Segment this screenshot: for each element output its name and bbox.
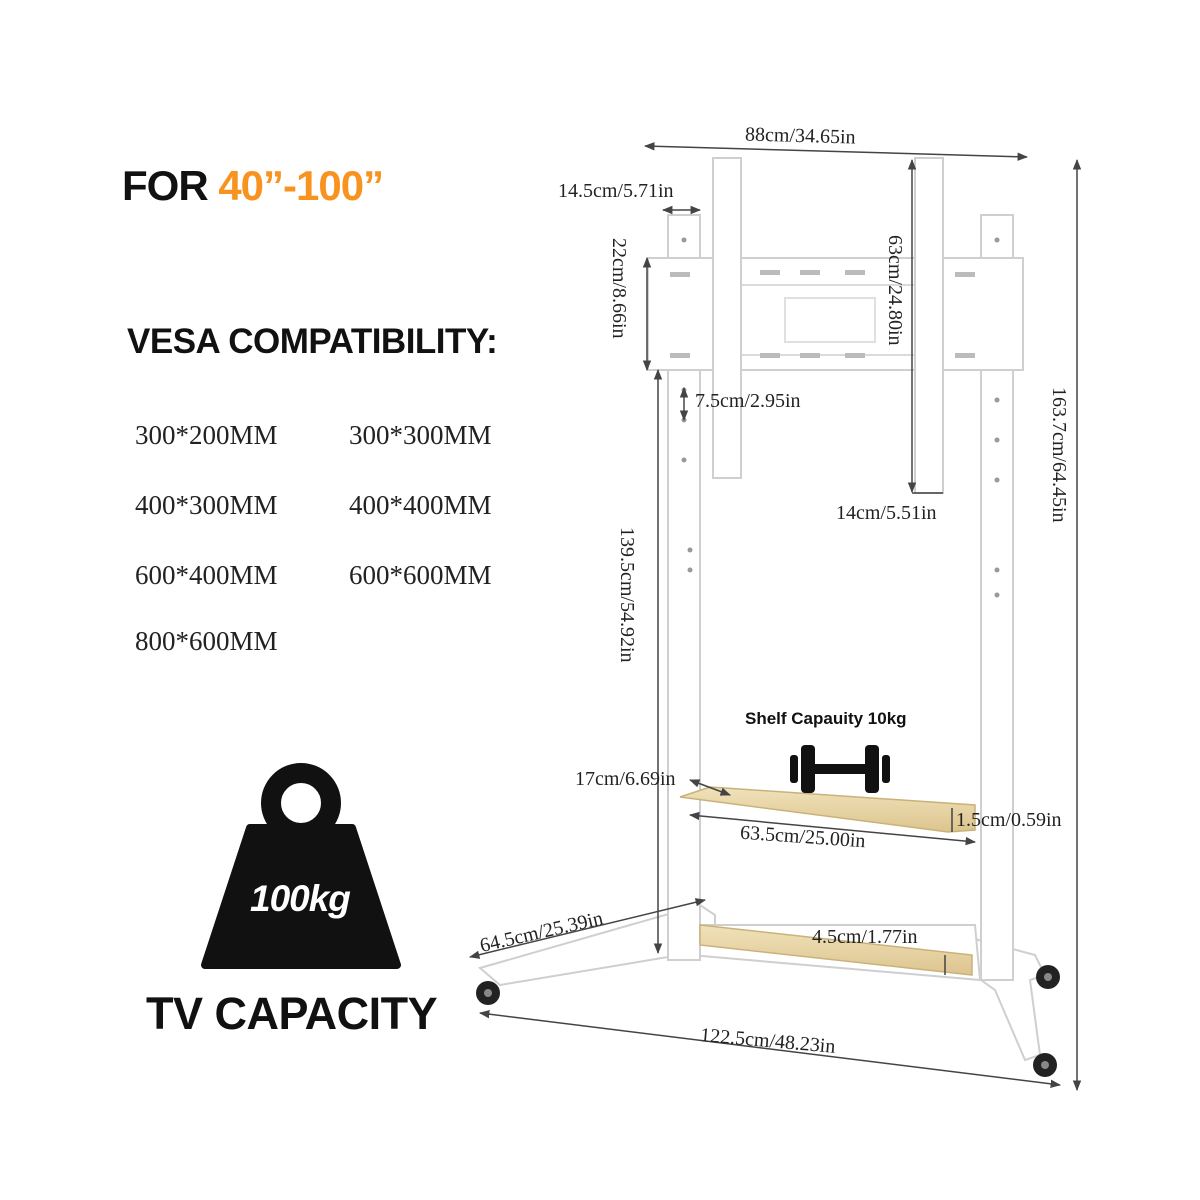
dim-post-width: 14.5cm/5.71in [558,180,674,202]
dim-shelf-depth: 17cm/6.69in [575,768,676,790]
capacity-value: 100kg [250,878,351,919]
vesa-heading: VESA COMPATIBILITY: [127,322,498,361]
vesa-size: 300*300MM [349,420,492,450]
vesa-size: 400*400MM [349,490,492,520]
dim-rail-width: 14cm/5.51in [836,502,937,524]
dimension-lines [468,142,1082,1092]
mounting-bracket [647,157,1024,494]
vesa-size: 800*600MM [135,626,278,656]
weight-icon [201,763,401,969]
dim-total-height: 163.7cm/64.45in [1048,387,1070,523]
capacity-label: TV CAPACITY [146,988,438,1039]
vesa-size: 400*300MM [135,490,278,520]
dim-shelf-thickness: 1.5cm/0.59in [956,809,1062,831]
dim-rail-height: 63cm/24.80in [884,235,906,346]
title-range: 40”-100” [218,162,384,209]
dumbbell-icon [790,745,890,793]
dim-bar-thickness: 4.5cm/1.77in [812,926,918,948]
caster-wheels [476,965,1060,1077]
shelf-capacity-label: Shelf Capauity 10kg [745,709,907,728]
page-title: FOR 40”-100” [122,162,384,210]
vesa-size: 600*400MM [135,560,278,590]
vesa-size: 600*600MM [349,560,492,590]
dim-bracket-height: 22cm/8.66in [608,238,630,339]
vesa-size: 300*200MM [135,420,278,450]
dim-top-width: 88cm/34.65in [744,123,856,149]
dim-post-height: 139.5cm/54.92in [616,527,638,663]
title-prefix: FOR [122,162,219,209]
dim-rail-offset: 7.5cm/2.95in [695,390,801,412]
